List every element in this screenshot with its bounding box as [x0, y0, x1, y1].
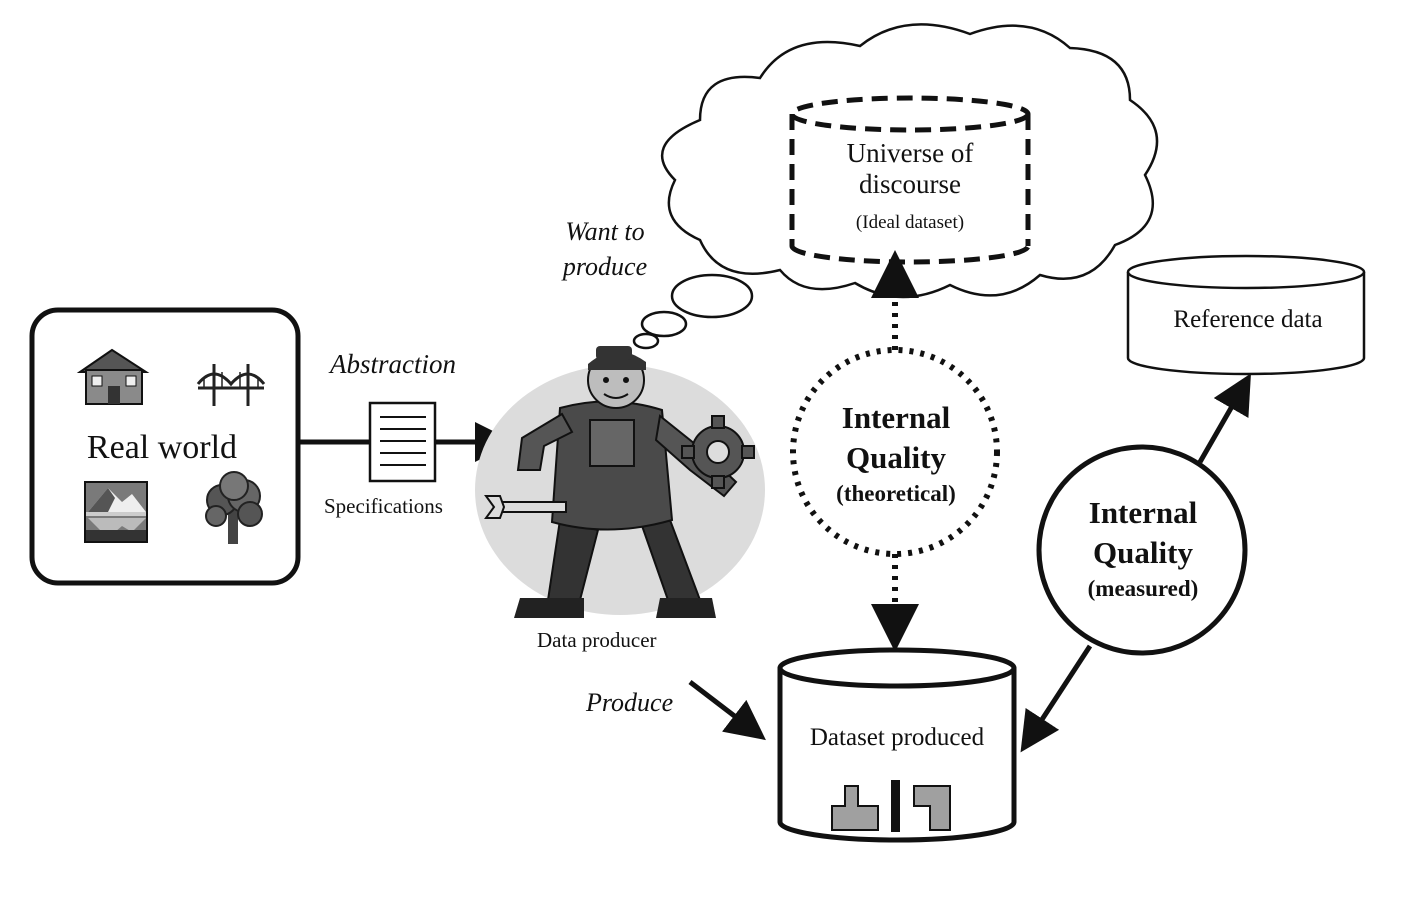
dataset-produced-label: Dataset produced: [809, 724, 985, 751]
specifications-label: Specifications: [324, 494, 443, 518]
data-producer-figure: [475, 346, 765, 618]
tree-icon: [205, 471, 263, 544]
dataset-shapes-icon: [831, 780, 951, 832]
mountain-lake-icon: [84, 481, 148, 543]
internal-quality-theoretical-subtitle: (theoretical): [836, 480, 956, 506]
produce-label: Produce: [586, 688, 674, 717]
abstraction-label: Abstraction: [330, 349, 456, 379]
internal-quality-theoretical-label: Internal Quality (theoretical): [794, 398, 998, 508]
dataset-produced-cylinder: [777, 647, 1017, 843]
produce-arrow: [688, 680, 766, 741]
arrow-to-reference-data: [1197, 373, 1251, 464]
thought-bubble-medium: [640, 310, 688, 338]
universe-of-discourse-title: Universe of discourse: [846, 138, 974, 200]
internal-quality-theoretical-circle: [790, 347, 1000, 557]
specifications-document-icon: [368, 401, 437, 483]
internal-quality-measured-subtitle: (measured): [1087, 575, 1199, 601]
reference-data-label: Reference data: [1173, 306, 1323, 333]
internal-quality-measured-circle: [1036, 444, 1248, 656]
arrow-measured-to-dataset: [1020, 644, 1093, 753]
thought-bubble-large: [670, 273, 754, 319]
real-world-label: Real world: [86, 429, 238, 466]
universe-of-discourse-subtitle: (Ideal dataset): [855, 212, 965, 233]
house-icon: [76, 348, 150, 405]
thought-cloud: [660, 23, 1159, 299]
wrench-icon: [484, 495, 567, 519]
internal-quality-measured-title: Internal Quality: [1088, 495, 1198, 571]
reference-data-cylinder: [1126, 254, 1366, 376]
bridge-icon: [196, 364, 266, 406]
internal-quality-theoretical-title: Internal Quality: [841, 400, 951, 476]
internal-quality-measured-label: Internal Quality (measured): [1040, 493, 1246, 603]
universe-of-discourse-cylinder: [789, 95, 1031, 265]
want-to-produce-label: Want to produce: [562, 217, 648, 282]
gear-icon: [681, 415, 755, 489]
data-producer-label: Data producer: [537, 628, 657, 652]
thought-bubble-small: [632, 332, 660, 350]
